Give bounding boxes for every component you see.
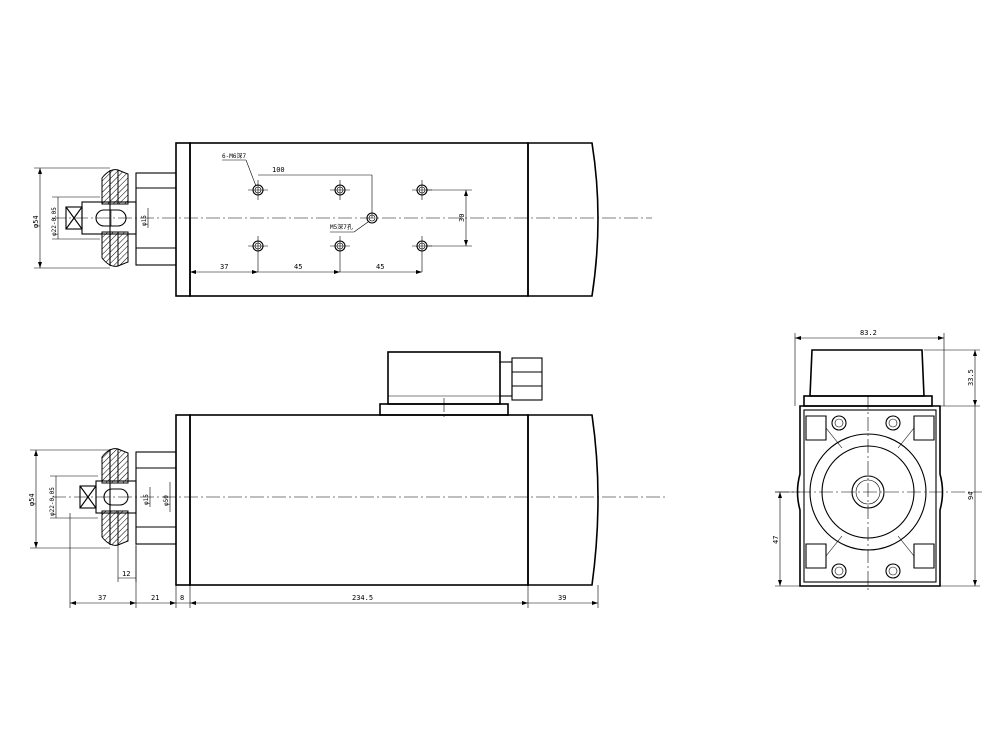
dim-phi50-side: φ50: [163, 495, 170, 506]
top-pulley: [101, 169, 129, 267]
dim-37-side: 37: [98, 594, 106, 602]
dim-94: 94: [967, 492, 975, 500]
bolt-icon: [885, 415, 901, 431]
dim-phi54-side: φ54: [28, 493, 36, 506]
dim-8: 8: [180, 594, 184, 602]
dim-33-5: 33.5: [967, 369, 975, 386]
end-bolts: [831, 415, 901, 579]
bolt-icon: [885, 563, 901, 579]
dim-30: 30: [458, 214, 466, 222]
dim-234-5: 234.5: [352, 594, 373, 602]
end-dimensions: 83.2 33.5 94 47: [772, 329, 980, 587]
top-mounting-holes: [248, 180, 432, 272]
side-motor-body: [175, 414, 599, 586]
dim-47: 47: [772, 536, 780, 544]
end-corner-pockets: [805, 415, 935, 569]
hole-note: 6-M6深7: [222, 152, 246, 160]
top-shaft: [65, 201, 137, 235]
dim-39: 39: [558, 594, 566, 602]
side-shaft: [79, 480, 137, 514]
dim-phi15-side: φ15: [143, 494, 150, 505]
dim-phi22-top: φ22-0.05: [51, 207, 58, 236]
cable-gland: [499, 357, 543, 401]
top-motor-body: [175, 142, 599, 297]
mid-hole-note: M5深7孔: [330, 223, 353, 231]
bolt-icon: [831, 415, 847, 431]
end-bearing-rings: [809, 433, 927, 551]
dim-83-2: 83.2: [860, 329, 877, 337]
top-view: 100 6-M6深7 M5深7孔 30 37 45 45: [32, 142, 652, 297]
dim-37-top: 37: [220, 263, 228, 271]
dim-phi22-side: φ22-0.05: [49, 487, 56, 516]
side-dimensions: φ54 φ22-0.05 φ15 φ50 12: [28, 449, 599, 608]
dim-45-a: 45: [294, 263, 302, 271]
junction-box: [379, 351, 509, 420]
dim-100: 100: [272, 166, 285, 174]
dim-phi15-top: φ15: [141, 215, 148, 226]
dim-21: 21: [151, 594, 159, 602]
bolt-icon: [831, 563, 847, 579]
end-view: 83.2 33.5 94 47: [772, 329, 982, 592]
end-flange: [796, 405, 944, 587]
side-view: φ54 φ22-0.05 φ15 φ50 12: [28, 351, 665, 608]
dim-45-b: 45: [376, 263, 384, 271]
top-dimensions: 100 6-M6深7 M5深7孔 30 37 45 45: [32, 152, 472, 274]
dim-12: 12: [122, 570, 130, 578]
dim-phi54-top: φ54: [32, 215, 40, 228]
